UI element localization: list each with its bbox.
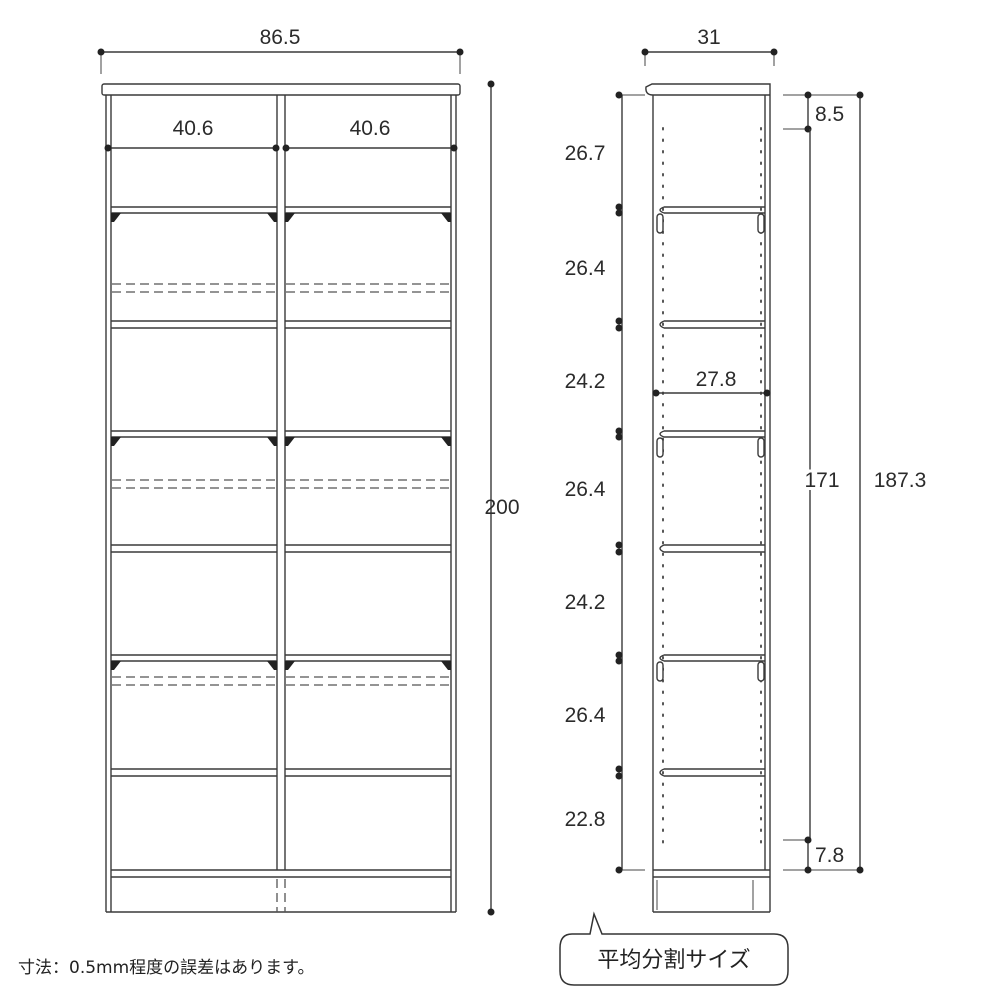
- pitch-dimension-chain: 26.7 26.4 24.2 26.4 24.2 26.4 22.8: [565, 91, 645, 874]
- front-fixed-shelves: [111, 320, 451, 777]
- average-size-callout: 平均分割サイズ: [559, 911, 789, 986]
- front-view: 86.5 40.6: [97, 26, 520, 916]
- tolerance-note: 寸法：0.5mm程度の誤差はあります。: [18, 958, 314, 978]
- bay-right-label: 40.6: [350, 117, 391, 140]
- pitch-label: 22.8: [565, 808, 606, 831]
- shelf-bracket-icons: [111, 213, 451, 670]
- side-shelves: [659, 206, 765, 777]
- average-size-label: 平均分割サイズ: [597, 948, 750, 973]
- front-width-label: 86.5: [260, 26, 301, 49]
- alternative-shelf-positions: [112, 283, 450, 686]
- pitch-label: 26.4: [565, 704, 606, 727]
- front-width-dimension: 86.5: [97, 26, 464, 74]
- front-adjustable-shelves: [111, 206, 451, 662]
- pitch-label: 26.4: [565, 478, 606, 501]
- top-gap-label: 8.5: [815, 103, 844, 126]
- front-height-dimension: 200: [484, 80, 520, 916]
- pitch-label: 26.4: [565, 257, 606, 280]
- shelf-depth-dimension: 27.8: [652, 368, 771, 397]
- pitch-label: 24.2: [565, 591, 606, 614]
- bottom-gap-label: 7.8: [815, 844, 844, 867]
- side-panel: [645, 83, 771, 913]
- overall-height-label: 187.3: [874, 469, 927, 492]
- bay-width-dimensions: 40.6 40.6: [104, 117, 458, 152]
- side-depth-label: 31: [697, 26, 720, 49]
- side-depth-dimension: 31: [641, 26, 778, 66]
- side-view: 31: [565, 26, 929, 913]
- pitch-label: 24.2: [565, 370, 606, 393]
- top-board: [101, 83, 461, 96]
- bay-left-label: 40.6: [173, 117, 214, 140]
- front-height-label: 200: [484, 496, 519, 519]
- carcass: [105, 95, 457, 913]
- side-bracket-icons: [656, 213, 765, 682]
- inner-height-label: 171: [804, 469, 839, 492]
- pitch-label: 26.7: [565, 142, 606, 165]
- shelf-depth-label: 27.8: [696, 368, 737, 391]
- side-height-dimensions: 8.5 171 7.8 187.3: [783, 91, 929, 874]
